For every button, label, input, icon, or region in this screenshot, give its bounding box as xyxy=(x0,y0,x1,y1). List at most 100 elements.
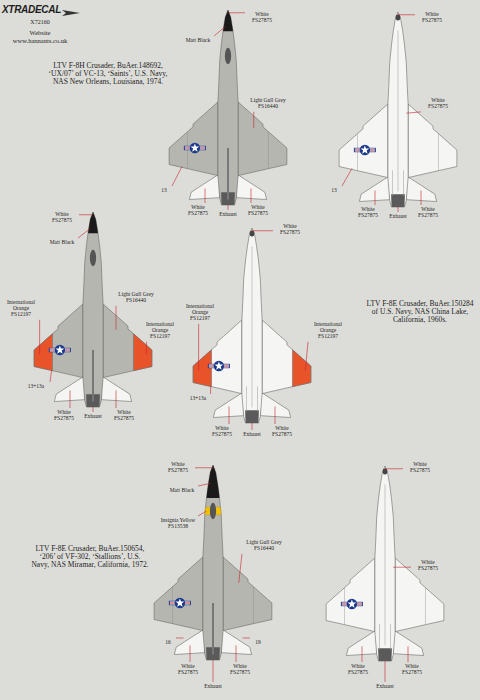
callout-label: Exhaust xyxy=(370,684,400,690)
leader-line xyxy=(342,168,352,186)
wing xyxy=(238,102,287,176)
panel-line xyxy=(385,484,386,645)
canopy xyxy=(210,503,216,520)
leader-line xyxy=(385,661,386,682)
leader-line xyxy=(190,645,191,662)
callout-label: White FS27875 xyxy=(405,462,435,474)
panel-line xyxy=(344,588,345,625)
wing xyxy=(326,558,375,632)
aircraft-underside-view xyxy=(193,228,311,423)
leader-line xyxy=(406,112,421,113)
leader-line xyxy=(393,567,411,568)
panel-line xyxy=(268,132,269,169)
orange-wingtip xyxy=(133,334,151,371)
canopy xyxy=(225,48,231,65)
exhaust xyxy=(245,410,259,423)
website-label: Website xyxy=(10,29,70,36)
leader-line xyxy=(229,406,230,424)
insignia-disc xyxy=(175,598,185,608)
insignia-star xyxy=(215,361,224,369)
aircraft-top-view xyxy=(154,465,272,660)
panel-line xyxy=(133,334,134,371)
leader-line xyxy=(253,112,254,128)
leader-line xyxy=(252,230,273,231)
callout-label: White FS27875 xyxy=(207,426,237,438)
panel-line xyxy=(257,386,258,412)
callout-label: Exhaust xyxy=(213,212,243,218)
callout-label: White FS27875 xyxy=(413,560,443,572)
fuselage xyxy=(388,12,408,207)
leader-line xyxy=(198,324,199,371)
tailplane xyxy=(213,392,243,418)
callout-label: White FS27875 xyxy=(413,207,443,219)
callout-label: White FS27875 xyxy=(343,664,373,676)
wing xyxy=(262,320,311,394)
aircraft-underside-view xyxy=(339,12,457,207)
callout-label: Exhaust xyxy=(237,432,267,438)
national-insignia xyxy=(341,599,363,609)
leader-line xyxy=(385,468,403,469)
tailplane xyxy=(221,629,251,655)
callout-label: International Orange FS12197 xyxy=(3,300,39,318)
leader-line xyxy=(176,637,184,638)
fuselage xyxy=(218,10,238,205)
callout-label: Light Gull Grey FS16440 xyxy=(244,540,284,552)
wing xyxy=(395,558,444,632)
national-insignia xyxy=(354,145,376,155)
callout-number: 13+13a xyxy=(186,396,210,402)
leader-line xyxy=(242,637,250,638)
aircraft-caption: LTV F-8H Crusader, BuAer.148692, ‘UX/07’… xyxy=(45,62,171,86)
leader-line xyxy=(421,190,422,205)
callout-label: White FS27875 xyxy=(247,12,277,24)
radome xyxy=(88,212,98,233)
callout-number: 13 xyxy=(158,188,170,194)
callout-label: White FS27875 xyxy=(49,410,79,422)
callout-number: 13+13a xyxy=(24,384,48,390)
aircraft-caption: LTV F-8E Crusader, BuAer.150284 of U.S. … xyxy=(366,300,474,324)
insignia-star xyxy=(348,599,357,607)
callout-label: Matt Black xyxy=(184,38,212,44)
leader-line xyxy=(398,14,415,15)
callout-number: 19 xyxy=(252,640,264,646)
callout-label: International Orange FS12197 xyxy=(310,322,346,340)
tailplane xyxy=(260,392,290,418)
callout-label: White FS27875 xyxy=(183,205,213,217)
leader-line xyxy=(210,386,211,394)
leader-line xyxy=(79,214,93,215)
tailplane xyxy=(236,174,266,200)
wing xyxy=(193,320,242,394)
callout-label: Light Gull Grey FS16440 xyxy=(116,292,156,304)
callout-label: Insignia Yellow FS13538 xyxy=(160,518,196,530)
panel-line xyxy=(379,624,380,650)
callout-label: Light Gull Grey FS16440 xyxy=(248,98,288,110)
fin xyxy=(212,603,214,655)
aircraft-top-view xyxy=(34,212,152,407)
leader-line xyxy=(213,660,214,682)
callout-label: International Orange FS12197 xyxy=(142,322,178,340)
panel-line xyxy=(425,588,426,625)
aircraft-underside-view xyxy=(326,466,444,661)
insignia-star xyxy=(191,143,200,151)
fin xyxy=(227,148,229,200)
leader-line xyxy=(398,207,399,212)
panel-line xyxy=(292,350,293,387)
fin xyxy=(92,350,94,402)
leader-line xyxy=(116,390,117,408)
callout-label: White FS27875 xyxy=(417,12,447,24)
wing xyxy=(339,104,388,178)
panel-line xyxy=(392,170,393,196)
leader-line xyxy=(146,342,147,355)
fuselage xyxy=(242,228,262,423)
callout-label: Exhaust xyxy=(198,684,228,690)
insignia-disc xyxy=(214,361,224,371)
leader-line xyxy=(116,306,117,330)
callout-label: Matt Black xyxy=(48,240,76,246)
callout-label: White FS27875 xyxy=(423,98,453,110)
catalogue-number: X72160 xyxy=(20,19,60,25)
leader-line xyxy=(375,190,376,205)
tailplane xyxy=(101,376,131,402)
insignia-disc xyxy=(55,345,65,355)
